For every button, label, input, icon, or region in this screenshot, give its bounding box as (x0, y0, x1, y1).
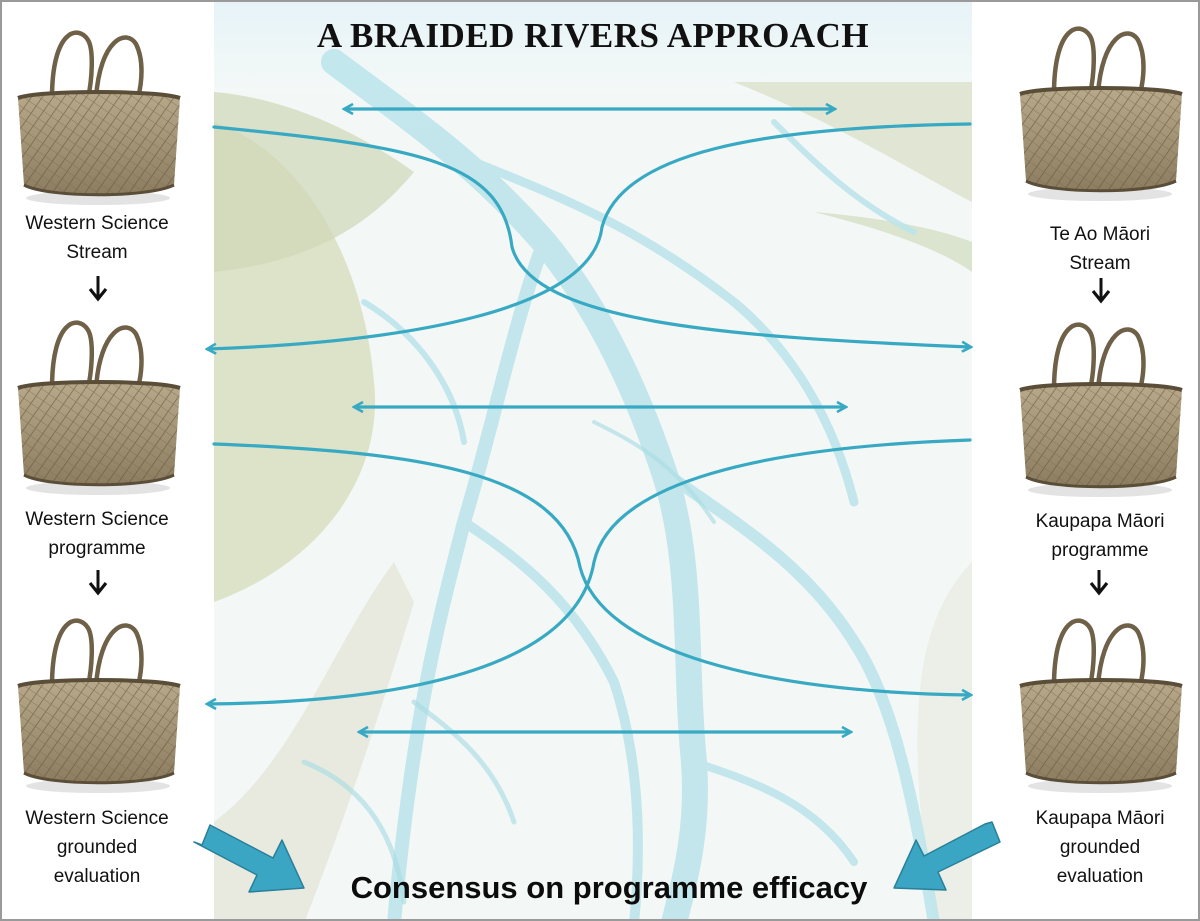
woven-basket-icon (8, 310, 188, 500)
stream-line-upper-left-to-right (212, 125, 970, 347)
consensus-label: Consensus on programme efficacy (350, 870, 868, 905)
arrow-down-icon (88, 274, 108, 301)
diagram-title: A BRAIDED RIVERS APPROACH (316, 16, 870, 55)
right-stage-1-label: Te Ao Māori Stream (1049, 224, 1151, 274)
arrow-down-icon (1089, 568, 1109, 595)
stream-line-lower-right-to-left (208, 438, 972, 704)
arrow-down-icon (1091, 276, 1111, 303)
right-stage-2-label: Kaupapa Māori programme (1035, 511, 1165, 561)
left-stage-1-label: Western Science Stream (25, 213, 169, 263)
left-stage-3-label: Western Science grounded evaluation (25, 808, 169, 887)
woven-basket-icon (8, 608, 188, 798)
merge-arrow-left (193, 824, 305, 893)
arrow-down-icon (88, 568, 108, 595)
stream-line-upper-right-to-left (208, 122, 972, 349)
woven-basket-icon (1010, 608, 1190, 798)
woven-basket-icon (8, 20, 188, 210)
woven-basket-icon (1010, 16, 1190, 206)
left-stage-2-label: Western Science programme (25, 509, 169, 559)
stream-line-lower-left-to-right (212, 442, 970, 695)
merge-arrow-right (893, 821, 1001, 891)
braided-river-aerial-photo (214, 2, 972, 919)
woven-basket-icon (1010, 312, 1190, 502)
right-stage-3-label: Kaupapa Māori grounded evaluation (1035, 808, 1165, 887)
